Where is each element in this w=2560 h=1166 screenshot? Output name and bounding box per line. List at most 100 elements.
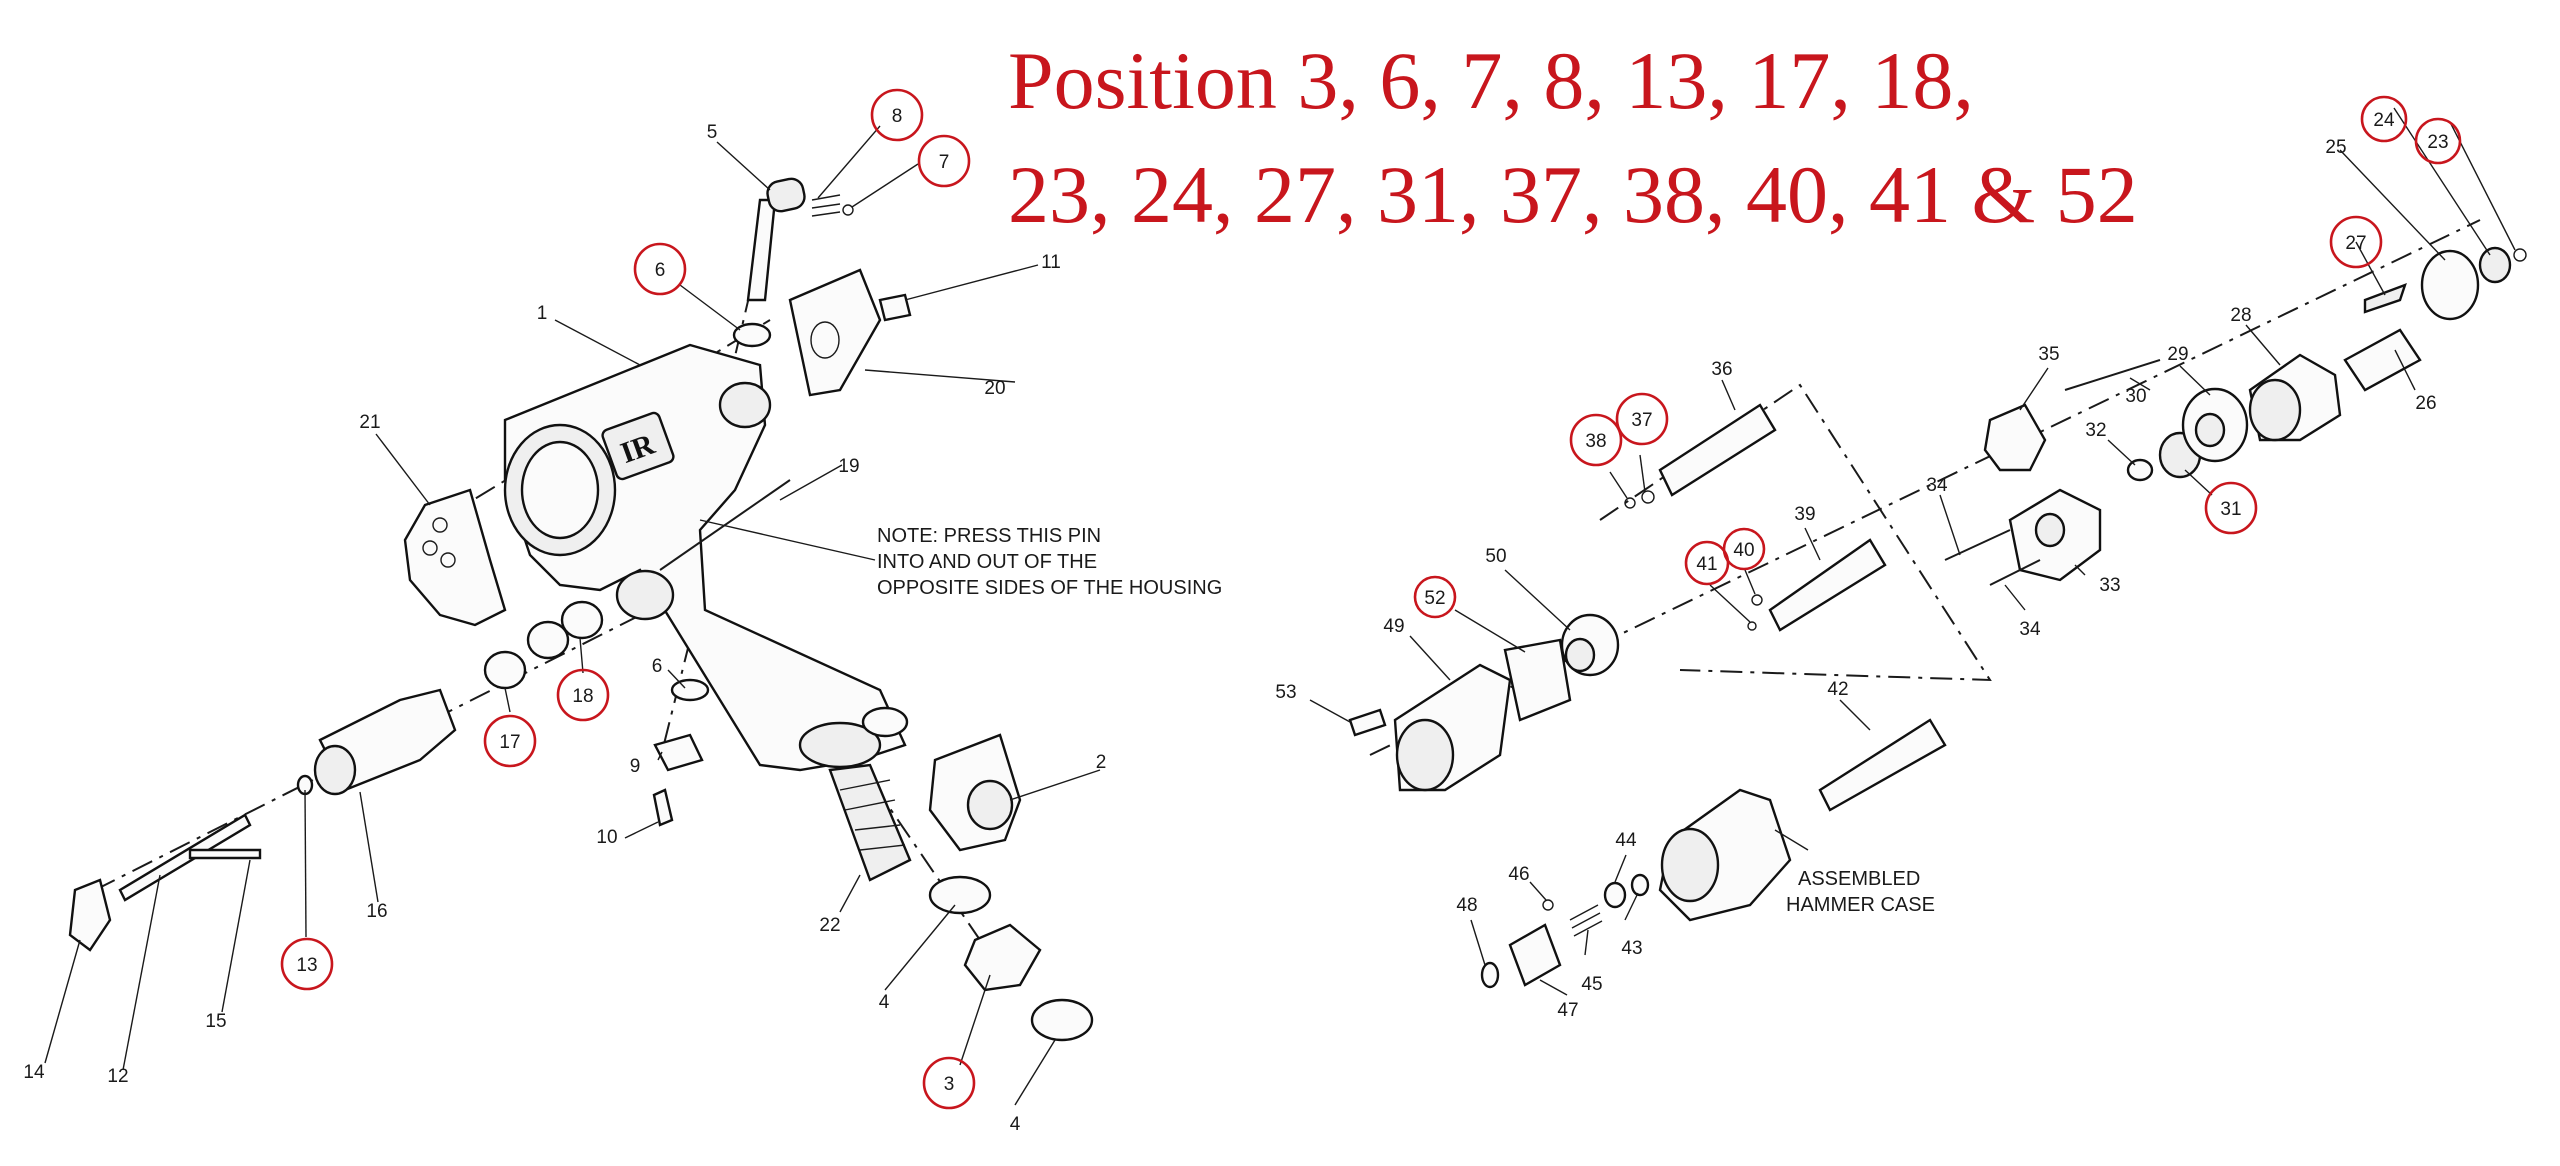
- callout-ring-38: [1569, 413, 1623, 467]
- callout-ring-6: [633, 242, 687, 296]
- callout-53: 53: [1275, 682, 1296, 703]
- pin-34-upper: [1944, 529, 2011, 561]
- callout-ring-27: [2329, 215, 2383, 269]
- end-plate-33-bore: [2034, 512, 2066, 548]
- callout-10: 10: [596, 827, 617, 848]
- callout-ring-37: [1615, 392, 1669, 446]
- callout-42: 42: [1827, 679, 1848, 700]
- oring-17: [483, 650, 527, 690]
- callout-45: 45: [1581, 974, 1602, 995]
- screw-53: [1348, 708, 1387, 737]
- deflector-3: [963, 923, 1042, 992]
- anvil-39: [1768, 538, 1887, 632]
- housing-front-bore-inner: [520, 440, 600, 540]
- ring-4-upper: [928, 875, 992, 915]
- callout-ring-3: [922, 1056, 976, 1110]
- callout-22: 22: [819, 915, 840, 936]
- callout-28: 28: [2230, 305, 2251, 326]
- housing-valve-port: [718, 381, 772, 429]
- oring-18a: [526, 620, 570, 660]
- callout-6-ringed: 6: [655, 260, 666, 281]
- valve-stem-12: [118, 813, 252, 902]
- oring-43: [1630, 873, 1650, 897]
- retainer-48: [1480, 961, 1500, 989]
- valve-head-5: [766, 177, 806, 213]
- callout-ring-17: [483, 714, 537, 768]
- spacer-29-bore: [2194, 412, 2226, 448]
- motor-assembly: [1348, 219, 2527, 989]
- screw-10: [652, 788, 674, 827]
- ball-7: [842, 204, 854, 216]
- callout-numbers: 1 2 3 4 4 5 6 6 7 8 9 10 11 12 13 14 15 …: [23, 106, 2448, 1135]
- assembly-label-line-2: HAMMER CASE: [1786, 894, 1935, 916]
- housing-assembly: IR: [68, 177, 1094, 1042]
- callout-39: 39: [1794, 504, 1815, 525]
- retainer-23: [2513, 248, 2527, 262]
- callout-15: 15: [205, 1011, 226, 1032]
- callout-43: 43: [1621, 938, 1642, 959]
- axis-line-rear: [94, 589, 691, 891]
- callout-ring-31: [2204, 481, 2258, 535]
- pin-15: [188, 848, 262, 860]
- callout-23: 23: [2427, 132, 2448, 153]
- spring-40: [1751, 594, 1763, 606]
- screw-11: [878, 293, 912, 322]
- callout-5: 5: [707, 122, 718, 143]
- screen-22-mesh: [839, 779, 906, 851]
- callout-44: 44: [1615, 830, 1637, 851]
- housing-inlet-port: [798, 721, 882, 769]
- callout-37: 37: [1631, 410, 1652, 431]
- callout-17: 17: [499, 732, 520, 753]
- callout-18: 18: [572, 686, 593, 707]
- callout-34-lower: 34: [2019, 619, 2041, 640]
- callout-30: 30: [2125, 386, 2146, 407]
- callout-36: 36: [1711, 359, 1732, 380]
- callout-2: 2: [1096, 752, 1107, 773]
- callout-ring-24: [2360, 95, 2408, 143]
- backplate-hole-3: [440, 552, 456, 568]
- callout-21: 21: [359, 412, 380, 433]
- ball-41: [1747, 621, 1757, 631]
- spring-8: [811, 194, 841, 217]
- screen-22: [828, 763, 912, 882]
- callout-47: 47: [1557, 1000, 1578, 1021]
- valve-stem-5: [746, 198, 777, 302]
- backplate-hole-1: [432, 517, 448, 533]
- callout-50: 50: [1485, 546, 1506, 567]
- note-leader: [699, 519, 876, 561]
- callout-31: 31: [2220, 499, 2241, 520]
- nut-9: [653, 733, 704, 772]
- callout-29: 29: [2167, 344, 2188, 365]
- callout-ring-7: [917, 134, 971, 188]
- rear-end-plate-25: [2420, 249, 2480, 321]
- callout-38: 38: [1585, 431, 1606, 452]
- callout-3: 3: [944, 1074, 955, 1095]
- ring-4-lower: [1030, 998, 1094, 1042]
- oring-6-top: [732, 322, 772, 348]
- bearing-24: [2478, 246, 2512, 284]
- callout-6-plain: 6: [652, 656, 663, 677]
- callout-7: 7: [939, 152, 950, 173]
- oring-6-lower: [670, 678, 710, 702]
- callout-16: 16: [366, 901, 387, 922]
- note-line-1: NOTE: PRESS THIS PIN: [877, 525, 1101, 547]
- ball-38: [1624, 497, 1636, 509]
- callout-20: 20: [984, 378, 1005, 399]
- housing-trigger-bore: [615, 569, 675, 621]
- cylinder-28-bore: [2248, 378, 2302, 442]
- callout-1: 1: [537, 303, 548, 324]
- housing-body: [503, 343, 907, 772]
- callout-19: 19: [838, 456, 859, 477]
- callout-13: 13: [296, 955, 317, 976]
- callout-34-upper: 34: [1926, 475, 1948, 496]
- pin-30: [2064, 359, 2161, 391]
- callout-32: 32: [2085, 420, 2106, 441]
- leader-lines: [44, 107, 2516, 1106]
- callout-40: 40: [1733, 540, 1754, 561]
- callout-49: 49: [1383, 616, 1404, 637]
- callout-27: 27: [2345, 233, 2366, 254]
- sleeve-47: [1508, 923, 1562, 987]
- oring-18b: [560, 600, 604, 640]
- note-line-2: INTO AND OUT OF THE: [877, 551, 1097, 573]
